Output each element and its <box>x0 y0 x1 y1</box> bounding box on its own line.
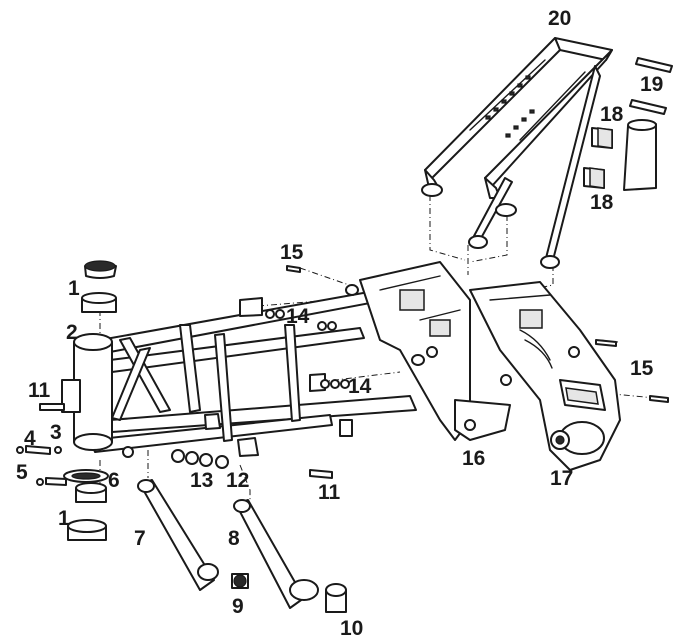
callout-8: 8 <box>228 527 240 550</box>
callout-9: 9 <box>232 595 244 618</box>
callout-7: 7 <box>134 527 146 550</box>
callout-11-left: 11 <box>28 379 51 402</box>
callout-2: 2 <box>66 321 78 344</box>
callout-14-upper: 14 <box>286 305 310 328</box>
rear-plates <box>345 261 621 471</box>
callout-17: 17 <box>550 467 574 490</box>
callout-18-upper: 18 <box>600 103 624 126</box>
callout-1-lower: 1 <box>58 507 70 530</box>
callout-16: 16 <box>462 447 486 470</box>
callout-4: 4 <box>24 427 36 450</box>
callout-5: 5 <box>16 461 28 484</box>
callout-20: 20 <box>548 7 572 30</box>
steering-head <box>39 260 117 541</box>
pins-and-spacers <box>583 57 673 191</box>
callout-6: 6 <box>108 469 120 492</box>
callout-14-lower: 14 <box>348 375 372 398</box>
links <box>137 479 347 613</box>
callout-13: 13 <box>190 469 214 492</box>
callout-3: 3 <box>50 421 62 444</box>
callout-19: 19 <box>640 73 664 96</box>
callout-1-upper: 1 <box>68 277 80 300</box>
main-frame <box>89 289 417 457</box>
washers-and-bolts <box>122 265 669 479</box>
callout-12: 12 <box>226 469 250 492</box>
callout-15-lower: 15 <box>630 357 654 380</box>
callout-10: 10 <box>340 617 364 640</box>
callout-11-right: 11 <box>318 481 341 504</box>
small-hardware <box>16 445 109 486</box>
rear-subframe <box>421 37 613 269</box>
callout-18-lower: 18 <box>590 191 614 214</box>
callout-15-upper: 15 <box>280 241 304 264</box>
